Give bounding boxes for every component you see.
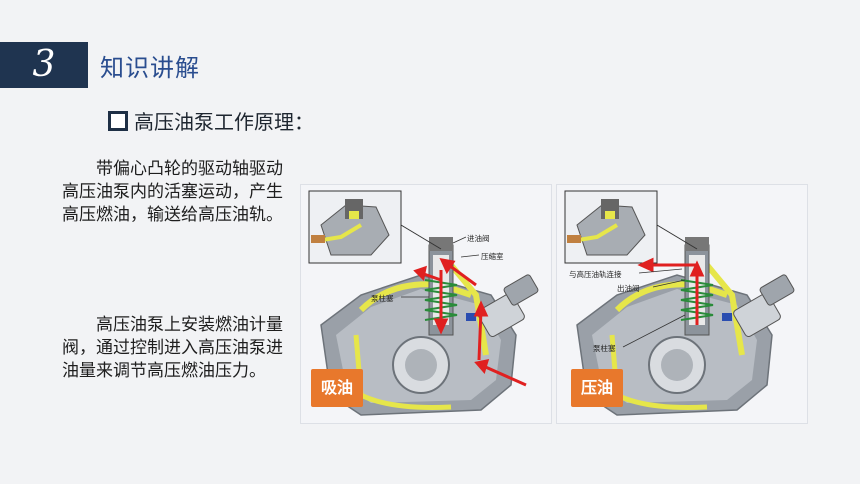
tag-intake: 吸油 [311, 369, 363, 407]
label-compression-chamber: 压缩室 [481, 252, 504, 261]
diagram-intake: 进油阀 压缩室 泵柱塞 吸油 [300, 184, 552, 424]
square-bullet-icon [108, 110, 128, 131]
label-rail-connection: 与高压油轨连接 [569, 270, 622, 279]
label-plunger: 泵柱塞 [371, 294, 394, 303]
label-inlet-valve: 进油阀 [467, 234, 490, 243]
diagram-pressure: 与高压油轨连接 出油阀 泵柱塞 压油 [556, 184, 808, 424]
label-plunger: 泵柱塞 [593, 344, 616, 353]
bullet-title: 高压油泵工作原理： [134, 110, 314, 134]
label-outlet-valve: 出油阀 [617, 284, 640, 293]
tag-pressure: 压油 [571, 369, 623, 407]
pump-intake-illustration [308, 190, 539, 416]
bullet-heading: 高压油泵工作原理： [108, 106, 314, 135]
paragraph-metering-valve: 高压油泵上安装燃油计量阀，通过控制进入高压油泵进油量来调节高压燃油压力。 [62, 315, 283, 381]
section-title: 知识讲解 [100, 54, 200, 82]
section-number-badge: 3 [0, 42, 88, 88]
section-number: 3 [32, 44, 56, 85]
pump-pressure-illustration [564, 190, 795, 416]
paragraph-drive-shaft: 带偏心凸轮的驱动轴驱动高压油泵内的活塞运动，产生高压燃油，输送给高压油轨。 [62, 159, 283, 225]
